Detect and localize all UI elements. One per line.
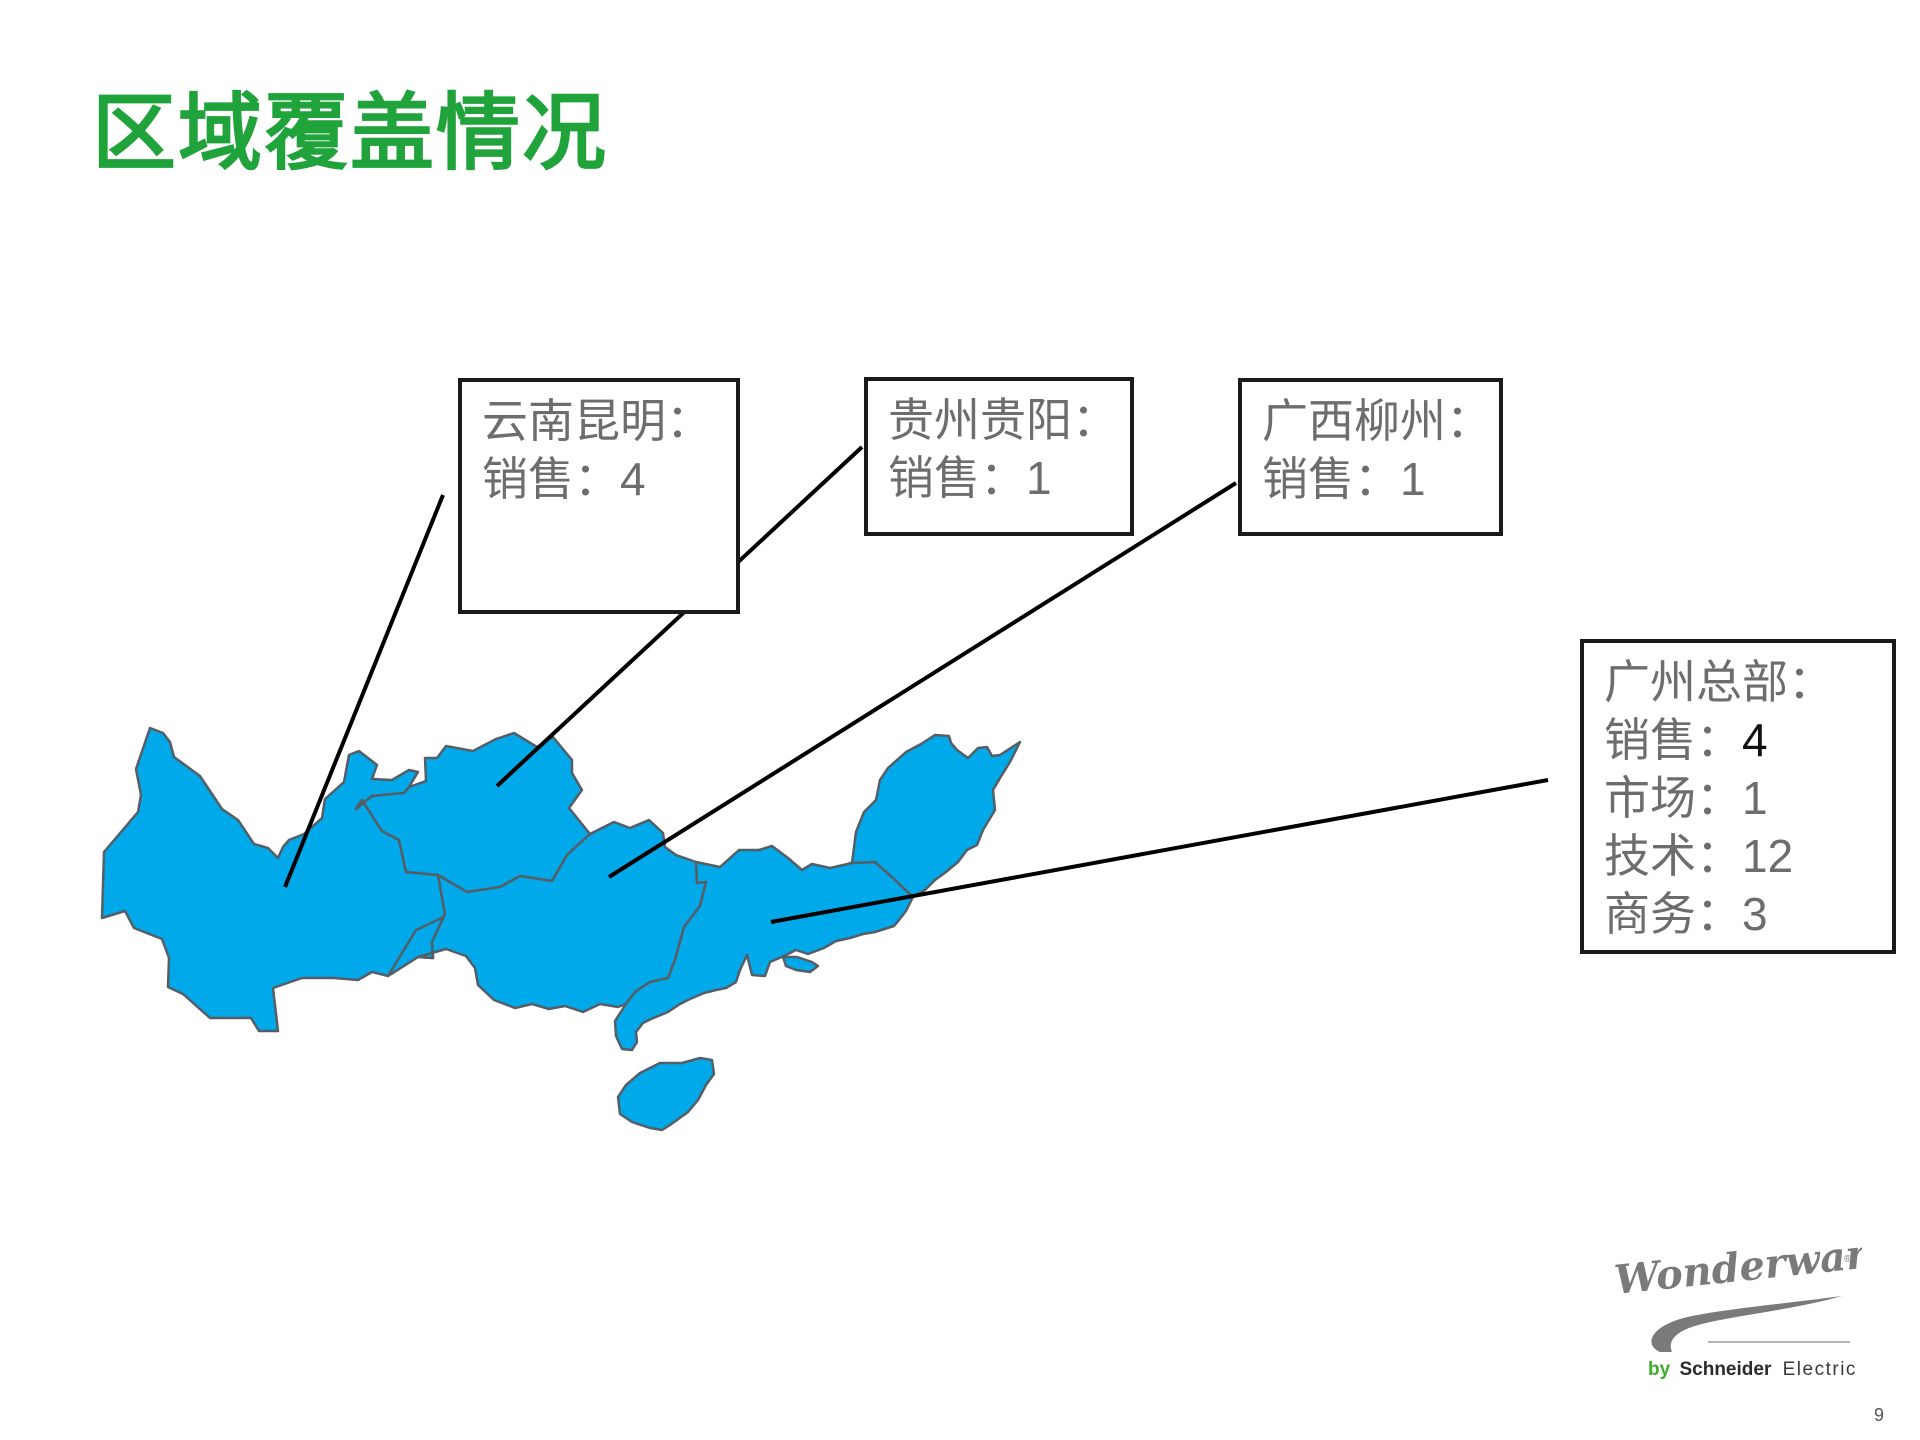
map-region-yunnan [100,726,447,1033]
logo-by: by [1648,1359,1671,1380]
callout-value: 1 [1400,453,1426,505]
callout-value: 12 [1742,830,1794,882]
slide-title: 区域覆盖情况 [92,84,609,182]
callout-city: 广西柳州： [1262,394,1492,448]
callout-label: 市场： [1604,771,1742,825]
callout-label: 销售： [1262,452,1400,506]
callout-kunming: 云南昆明： 销售：4 [458,378,740,614]
callout-row: 商务：3 [1604,885,1874,943]
callout-row: 技术：12 [1604,827,1874,885]
map-region-fujian [848,733,1022,899]
leader-line-kunming [283,494,445,888]
map-region-guangdong [613,844,915,1052]
callout-value: 1 [1742,772,1768,824]
wonderware-logo: Wonderware ® by Schneider Electric [1612,1232,1862,1380]
callout-guangzhou: 广州总部： 销售：4 市场：1 技术：12 商务：3 [1580,639,1896,954]
logo-registered-mark: ® [1844,1254,1852,1265]
callout-label: 销售： [1604,713,1742,767]
callout-row: 销售：4 [482,450,718,508]
callout-label: 销售： [888,451,1026,505]
leader-line-liuzhou [607,481,1238,879]
logo-byline: by Schneider Electric [1648,1359,1857,1380]
callout-row: 销售：1 [1262,450,1481,508]
callout-row: 市场：1 [1604,769,1874,827]
callout-value: 4 [620,453,646,505]
callout-liuzhou: 广西柳州： 销售：1 [1238,378,1503,536]
map-region-hainan [616,1056,716,1132]
callout-row: 销售：4 [1604,711,1874,769]
leader-line-guangzhou [770,778,1549,924]
logo-swoosh [1651,1296,1842,1352]
callout-city: 广州总部： [1604,655,1834,709]
callout-value: 4 [1742,714,1768,766]
callout-value: 3 [1742,888,1768,940]
callout-city: 云南昆明： [482,394,712,448]
page-number: 9 [1874,1405,1885,1425]
callout-value: 1 [1026,452,1052,504]
logo-wordmark: Wonderware [1612,1232,1862,1304]
logo-brand: Schneider [1679,1359,1771,1380]
callout-label: 技术： [1604,829,1742,883]
callout-label: 销售： [482,452,620,506]
callout-label: 商务： [1604,887,1742,941]
logo-suffix: Electric [1783,1359,1857,1380]
map-region-leizhou [781,955,820,974]
callout-city: 贵州贵阳： [888,393,1118,447]
callout-guiyang: 贵州贵阳： 销售：1 [864,377,1134,536]
leader-line-guiyang [495,445,864,788]
callout-row: 销售：1 [888,449,1112,507]
